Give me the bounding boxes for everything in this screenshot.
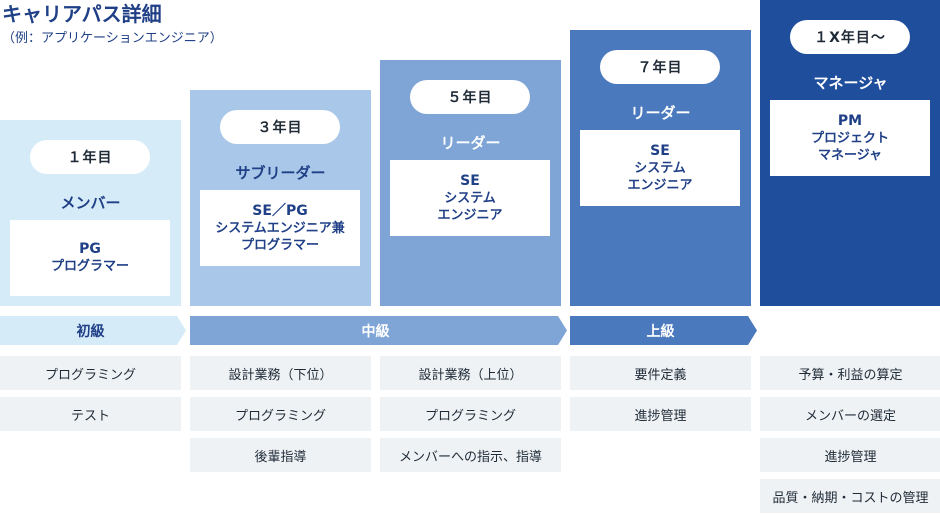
stage-role: リーダー bbox=[440, 134, 501, 152]
level-label-intermediate: 中級 bbox=[361, 323, 390, 340]
task-item: 進捗管理 bbox=[760, 438, 940, 472]
position-name: プログラマー bbox=[50, 259, 129, 274]
position-name: マネージャ bbox=[817, 147, 883, 163]
position-name: プロジェクト bbox=[810, 130, 889, 146]
task-item: 設計業務（下位） bbox=[190, 356, 371, 390]
stage-year-badge: １年目 bbox=[30, 140, 150, 174]
stage-role: サブリーダー bbox=[235, 164, 326, 182]
task-item: 進捗管理 bbox=[570, 397, 751, 431]
position-code: PG bbox=[79, 241, 101, 257]
task-item: テスト bbox=[0, 397, 181, 431]
stage-year-badge: ３年目 bbox=[220, 110, 340, 144]
task-item: メンバーへの指示、指導 bbox=[380, 438, 561, 472]
position-name: システム bbox=[634, 160, 686, 176]
position-code: SE／PG bbox=[252, 202, 308, 219]
position-name: システムエンジニア兼 bbox=[215, 220, 345, 236]
task-item: プログラミング bbox=[0, 356, 181, 390]
stage-year-badge: ７年目 bbox=[600, 50, 720, 84]
stage-year-badge: １X年目～ bbox=[790, 20, 910, 54]
page-title: キャリアパス詳細 bbox=[2, 2, 162, 26]
page-subtitle: （例：アプリケーションエンジニア） bbox=[2, 31, 223, 46]
task-item: プログラミング bbox=[380, 397, 561, 431]
task-item: 後輩指導 bbox=[190, 438, 371, 472]
task-item: メンバーの選定 bbox=[760, 397, 940, 431]
stage-year-badge: ５年目 bbox=[410, 80, 530, 114]
position-code: SE bbox=[650, 142, 670, 159]
stage-position-box: PG プログラマー bbox=[10, 220, 170, 296]
task-item: 予算・利益の算定 bbox=[760, 356, 940, 390]
stage-role: マネージャ bbox=[813, 74, 888, 92]
level-label-advanced: 上級 bbox=[646, 323, 675, 340]
position-name: プログラマー bbox=[240, 237, 319, 253]
stage-role: リーダー bbox=[630, 104, 691, 122]
task-item: 設計業務（上位） bbox=[380, 356, 561, 390]
task-item: 品質・納期・コストの管理 bbox=[760, 479, 940, 513]
task-item: プログラミング bbox=[190, 397, 371, 431]
stage-role: メンバー bbox=[60, 194, 121, 212]
position-code: SE bbox=[460, 172, 480, 189]
position-name: エンジニア bbox=[627, 177, 693, 193]
level-label-beginner: 初級 bbox=[76, 323, 105, 340]
position-name: システム bbox=[444, 190, 496, 206]
stage-card: １年目メンバー PG プログラマー bbox=[0, 120, 181, 306]
position-code: PM bbox=[837, 112, 863, 129]
task-item: 要件定義 bbox=[570, 356, 751, 390]
position-name: エンジニア bbox=[437, 207, 503, 223]
